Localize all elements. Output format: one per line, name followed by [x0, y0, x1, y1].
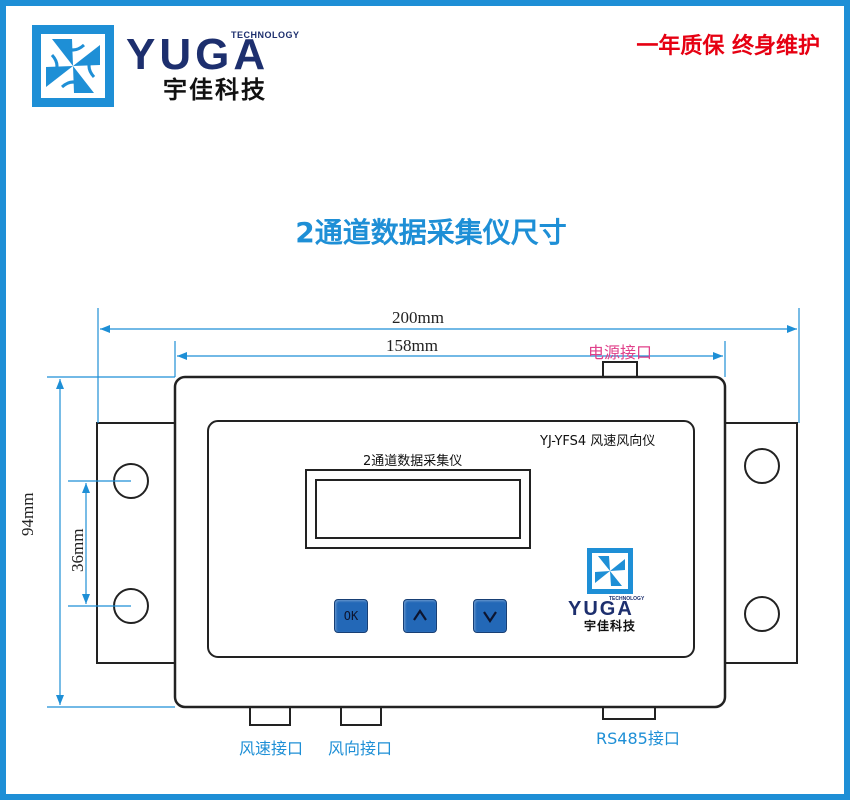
brand-subtitle: TECHNOLOGY [231, 30, 300, 40]
down-button[interactable] [473, 599, 507, 633]
dim-body-width-label: 158mm [386, 336, 438, 355]
device-name: 2通道数据采集仪 [363, 454, 463, 469]
power-connector [602, 361, 638, 379]
yuga-logo-icon [32, 25, 114, 107]
dim-arrow [56, 695, 64, 705]
dim-arrow [713, 352, 723, 360]
dim-arrow [82, 483, 90, 493]
dim-arrow [100, 325, 110, 333]
wind-direction-port-label: 风向接口 [328, 739, 393, 758]
up-button[interactable] [403, 599, 437, 633]
power-port-label: 电源接口 [588, 343, 653, 362]
ok-button-label: OK [343, 609, 359, 623]
brand-chinese-name: 宇佳科技 [163, 76, 267, 104]
rs485-port-label: RS485接口 [596, 729, 680, 748]
device-model: YJ-YFS4 风速风向仪 [540, 434, 656, 449]
mount-hole [744, 596, 780, 632]
dim-total-width-label: 200mm [392, 308, 444, 327]
panel-brand-chinese-name: 宇佳科技 [584, 619, 637, 633]
dim-arrow [177, 352, 187, 360]
up-arrow-icon [413, 609, 427, 621]
panel-brand-subtitle: TECHNOLOGY [609, 596, 645, 602]
lcd-screen-inner [315, 479, 521, 539]
brand-name: YUGA [126, 30, 270, 79]
page-title: 2通道数据采集仪尺寸 [295, 216, 567, 249]
mount-hole [744, 448, 780, 484]
panel-brand-name: YUGA [568, 598, 634, 620]
dim-hole-spacing-label: 36mm [68, 528, 87, 572]
dim-arrow [56, 379, 64, 389]
panel-logo-icon [587, 548, 633, 594]
down-arrow-icon [483, 611, 497, 623]
device-drawing [47, 308, 800, 726]
dim-height-label: 94mm [18, 492, 37, 536]
warranty-slogan: 一年质保 终身维护 [636, 34, 820, 59]
left-mount-ear [96, 422, 176, 664]
dim-arrow [787, 325, 797, 333]
dim-arrow [82, 594, 90, 604]
wind-speed-port-label: 风速接口 [239, 739, 304, 758]
ok-button[interactable]: OK [334, 599, 368, 633]
